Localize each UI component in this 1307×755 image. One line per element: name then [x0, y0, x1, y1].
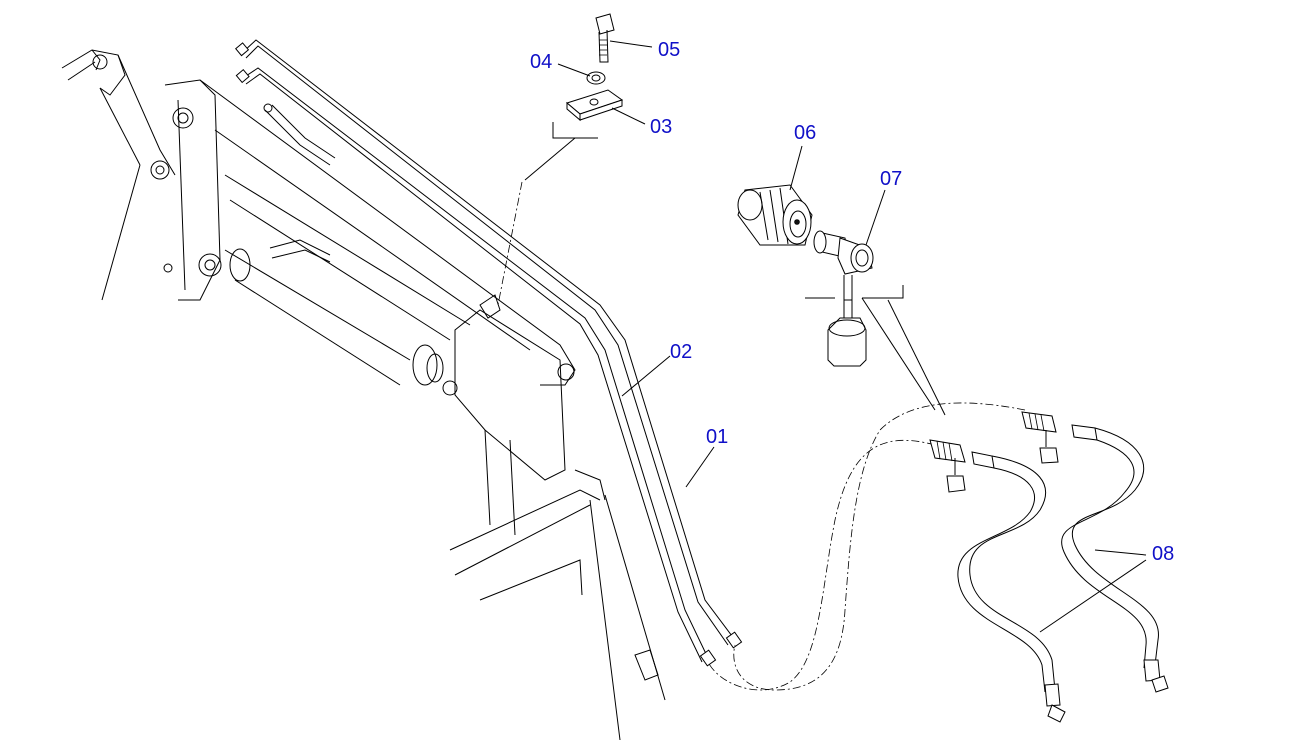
- part-label-02: 02: [670, 341, 692, 363]
- loader-frame: [61, 49, 666, 741]
- part-label-04: 04: [530, 51, 552, 73]
- hydraulic-hoses-08: [929, 411, 1169, 723]
- part-label-01: 01: [706, 426, 728, 448]
- part-label-06: 06: [794, 122, 816, 144]
- hose-routing-path: [707, 402, 1026, 691]
- clamp-assembly: [497, 13, 624, 306]
- part-label-05: 05: [658, 39, 680, 61]
- leader-lines: [557, 40, 1147, 633]
- part-label-08: 08: [1152, 543, 1174, 565]
- coupler-plug-07: [805, 230, 946, 416]
- quick-coupler-06: [737, 184, 813, 246]
- part-labels: 05 04 03 06 07 02 01 08: [530, 39, 1174, 565]
- hydraulic-pipes: [235, 39, 743, 667]
- part-label-07: 07: [880, 168, 902, 190]
- part-label-03: 03: [650, 116, 672, 138]
